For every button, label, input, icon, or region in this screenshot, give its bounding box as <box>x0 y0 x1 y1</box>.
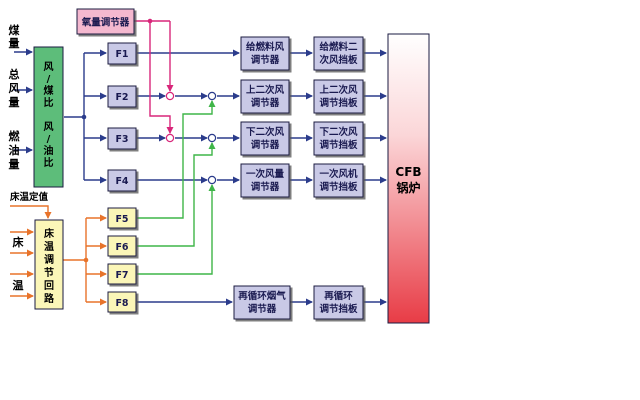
regulator-label-line1: 下二次风 <box>246 126 285 138</box>
input-total-air-char: 风 <box>9 81 20 95</box>
damper-label-line2: 调节挡板 <box>319 97 358 109</box>
ratio-char: 风 <box>44 61 54 73</box>
function-block-label: F5 <box>115 214 128 225</box>
regulator-label-line2: 调节器 <box>251 139 280 151</box>
input-coal-char: 煤 <box>9 23 21 37</box>
damper-label-line1: 上二次风 <box>319 84 358 96</box>
bed-temp-loop-block[interactable]: 床 温 调 节 回 路 <box>34 219 64 310</box>
function-block-f8[interactable]: F8 <box>107 291 137 313</box>
ratio-char: / <box>47 74 51 85</box>
function-block-label: F1 <box>115 49 128 60</box>
wire-oxygen-sum3 <box>149 21 174 134</box>
function-block-f2[interactable]: F2 <box>107 85 137 108</box>
damper-primary-fan[interactable]: 一次风机 调节挡板 <box>313 163 364 198</box>
function-block-f3[interactable]: F3 <box>107 127 137 150</box>
damper-upper-secondary[interactable]: 上二次风 调节挡板 <box>313 79 364 114</box>
regulators: 给燃料风 调节器 上二次风 调节器 下二次风 调节器 一次风量 调节器 再循环烟… <box>233 36 291 320</box>
damper-label-line1: 再循环 <box>324 290 353 302</box>
input-total-air-char: 量 <box>9 96 20 109</box>
bed-loop-char: 床 <box>44 227 55 240</box>
ratio-char: / <box>47 134 51 145</box>
connectors <box>10 18 387 306</box>
cfb-boiler-label-line2: 锅炉 <box>396 180 420 195</box>
sum-junction-bedtemp-2 <box>207 91 217 101</box>
ratio-char: 比 <box>44 156 54 169</box>
bed-loop-char: 节 <box>44 266 54 279</box>
function-block-label: F8 <box>115 298 128 309</box>
function-block-f6[interactable]: F6 <box>107 235 137 257</box>
dampers: 给燃料二 次风挡板 上二次风 调节挡板 下二次风 调节挡板 一次风机 调节挡板 … <box>313 36 364 320</box>
bed-loop-char: 路 <box>44 292 55 305</box>
function-block-label: F6 <box>115 242 128 253</box>
input-fuel-oil-char: 油 <box>9 143 20 157</box>
input-coal-char: 量 <box>9 37 20 50</box>
regulator-label-line2: 调节器 <box>248 303 277 315</box>
damper-label-line1: 给燃料二 <box>319 41 358 53</box>
regulator-primary-air[interactable]: 一次风量 调节器 <box>240 163 290 198</box>
regulator-label-line1: 上二次风 <box>246 84 285 96</box>
regulator-label-line2: 调节器 <box>251 181 280 193</box>
wire-f5-sum2 <box>137 100 216 219</box>
cfb-boiler-label-line1: CFB <box>395 165 421 179</box>
damper-label-line1: 一次风机 <box>319 168 358 180</box>
function-block-label: F3 <box>115 134 128 145</box>
ratio-char: 煤 <box>44 84 54 97</box>
damper-label-line2: 调节挡板 <box>319 139 358 151</box>
sum-junction-bedtemp-4 <box>207 175 217 185</box>
input-fuel-oil-char: 燃 <box>8 129 21 143</box>
function-block-label: F7 <box>115 270 128 281</box>
sum-junction-oxygen-2 <box>165 91 175 101</box>
input-labels: 煤 量 总 风 量 燃 油 量 床温定值 床 温 <box>8 23 49 292</box>
damper-fuel-feed-secondary[interactable]: 给燃料二 次风挡板 <box>313 36 364 71</box>
damper-label-line1: 下二次风 <box>319 126 358 138</box>
summing-junctions <box>165 91 217 185</box>
damper-label-line2: 调节挡板 <box>319 181 358 193</box>
oxygen-regulator-block[interactable]: 氧量调节器 <box>76 8 135 35</box>
bed-loop-char: 回 <box>44 280 54 292</box>
wire-f6-sum3 <box>137 142 216 247</box>
regulator-upper-secondary-air[interactable]: 上二次风 调节器 <box>240 79 290 114</box>
ratio-char: 风 <box>44 121 54 133</box>
input-bed-temp-setpoint: 床温定值 <box>10 191 49 203</box>
ratio-char: 油 <box>44 144 54 157</box>
damper-label-line2: 次风挡板 <box>319 54 358 66</box>
bed-loop-char: 温 <box>44 240 54 253</box>
sum-junction-oxygen-3 <box>165 133 175 143</box>
ratio-char: 比 <box>44 96 54 109</box>
bed-loop-char: 调 <box>44 253 54 266</box>
input-bed-temp-char: 床 <box>13 235 25 249</box>
function-block-f5[interactable]: F5 <box>107 207 137 229</box>
wire-ratio-bus <box>64 53 85 180</box>
regulator-lower-secondary-air[interactable]: 下二次风 调节器 <box>240 121 290 156</box>
oxygen-regulator-label: 氧量调节器 <box>81 17 130 29</box>
input-bed-temp-char: 温 <box>13 278 24 292</box>
regulator-fuel-feed-air[interactable]: 给燃料风 调节器 <box>240 36 290 71</box>
function-block-f1[interactable]: F1 <box>107 42 137 65</box>
air-fuel-ratio-block[interactable]: 风 / 煤 比 风 / 油 比 <box>33 46 64 188</box>
function-block-f4[interactable]: F4 <box>107 169 137 192</box>
wire-bed-setpoint <box>10 205 52 219</box>
regulator-label-line2: 调节器 <box>251 54 280 66</box>
regulator-label-line1: 再循环烟气 <box>238 290 286 302</box>
input-fuel-oil-char: 量 <box>9 158 20 171</box>
damper-label-line2: 调节挡板 <box>319 303 358 315</box>
cfb-boiler-block[interactable]: CFB 锅炉 <box>387 33 430 324</box>
regulator-recirculation-flue-gas[interactable]: 再循环烟气 调节器 <box>233 285 291 320</box>
damper-lower-secondary[interactable]: 下二次风 调节挡板 <box>313 121 364 156</box>
function-block-label: F2 <box>115 92 128 103</box>
function-block-label: F4 <box>115 176 128 187</box>
wire-f7-sum4 <box>137 184 216 275</box>
regulator-label-line1: 一次风量 <box>246 168 285 180</box>
sum-junction-bedtemp-3 <box>207 133 217 143</box>
damper-recirculation[interactable]: 再循环 调节挡板 <box>313 285 364 320</box>
wire-bed-bus <box>63 218 87 302</box>
input-total-air-char: 总 <box>9 67 20 81</box>
regulator-label-line2: 调节器 <box>251 97 280 109</box>
regulator-label-line1: 给燃料风 <box>246 41 285 53</box>
function-blocks: F1 F2 F3 F4 F5 F6 F7 F8 <box>107 42 137 313</box>
function-block-f7[interactable]: F7 <box>107 263 137 285</box>
